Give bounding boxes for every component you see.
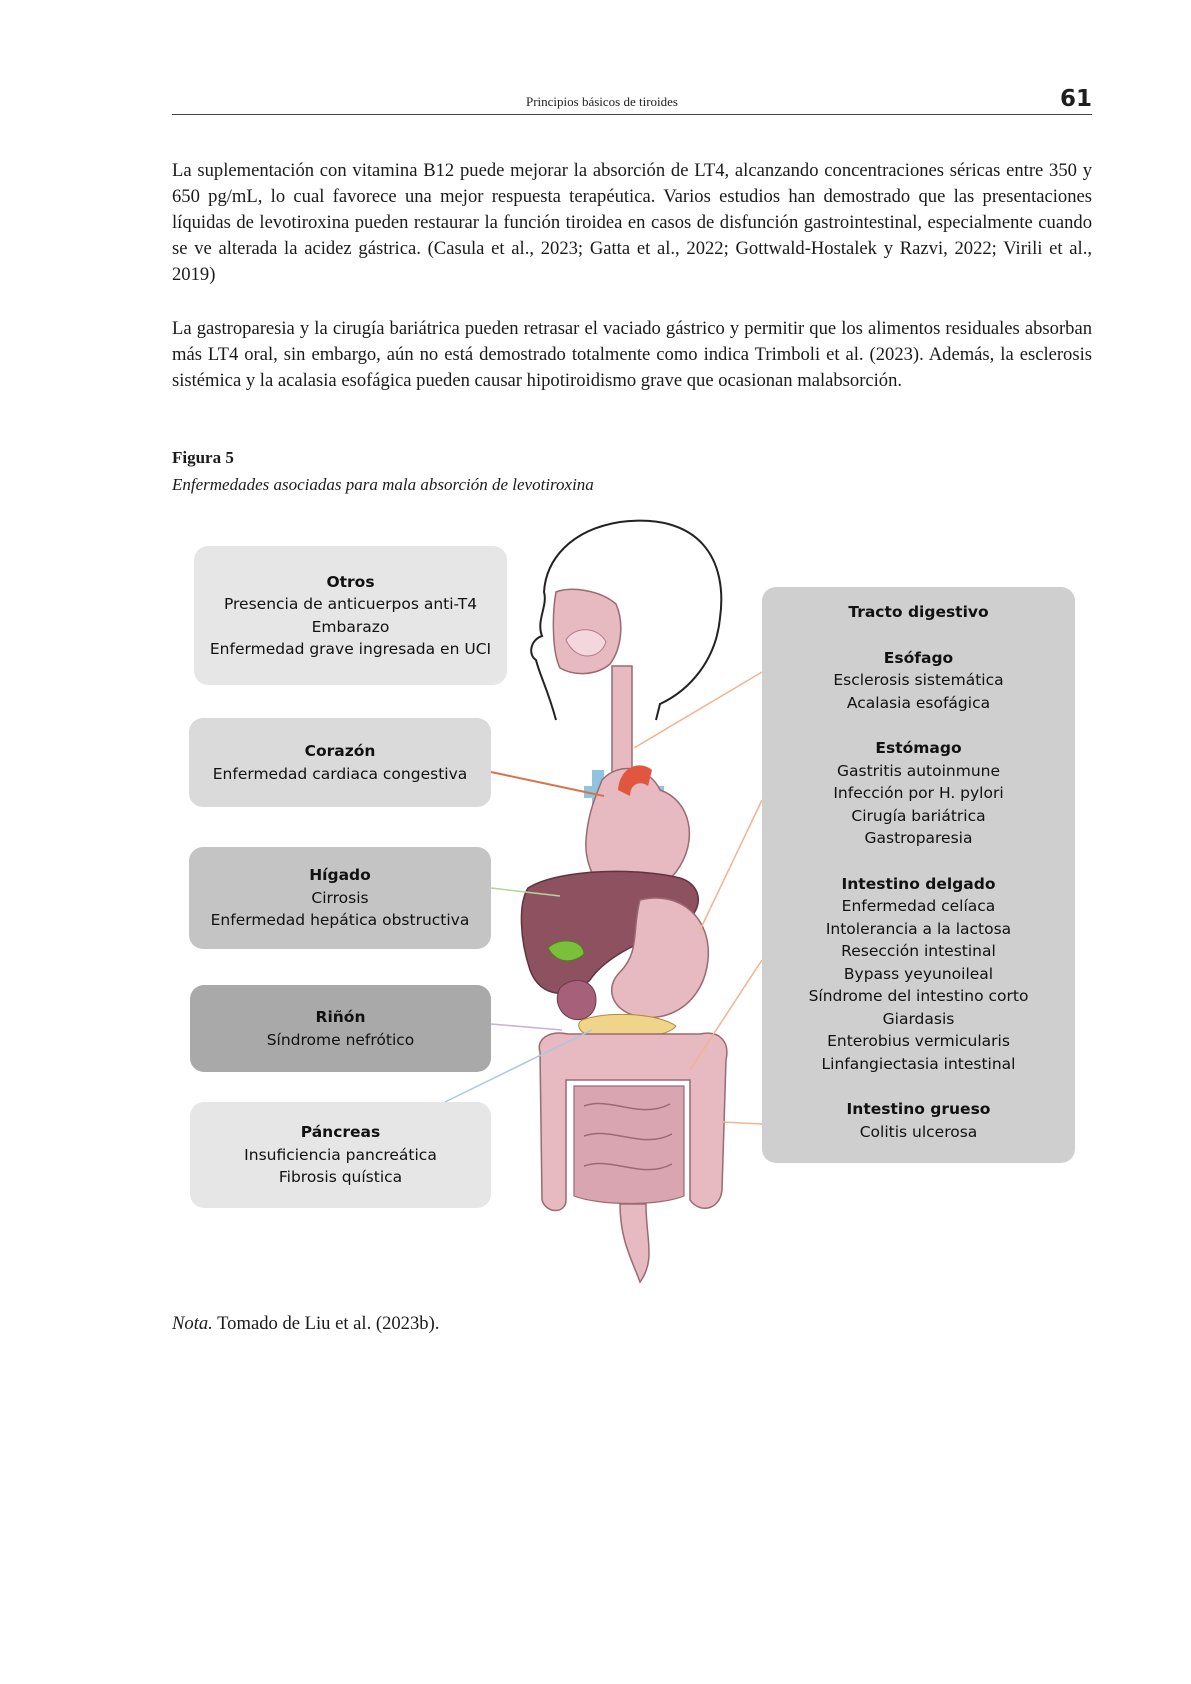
box-tracto-digestivo: Tracto digestivo Esófago Esclerosis sist… xyxy=(762,587,1075,1163)
box-otros-item: Presencia de anticuerpos anti-T4 xyxy=(223,595,478,613)
vessel-arch xyxy=(584,786,664,798)
body-paragraph-1: La suplementación con vitamina B12 puede… xyxy=(172,160,1092,285)
figure-label: Figura 5 xyxy=(172,448,234,467)
stomach xyxy=(610,897,710,1019)
box-otros-item: Enfermedad grave ingresada en UCI xyxy=(209,640,492,658)
box-otros: Otros Presencia de anticuerpos anti-T4 E… xyxy=(194,546,507,685)
figure-caption: Enfermedades asociadas para mala absorci… xyxy=(172,475,594,494)
section-item: Gastritis autoinmune xyxy=(836,761,1001,780)
box-digestivo-title: Tracto digestivo xyxy=(848,603,989,621)
section-item: Enfermedad celíaca xyxy=(841,897,996,915)
section-item: Esclerosis sistemática xyxy=(833,671,1004,689)
section-item: Infección por H. pylori xyxy=(833,784,1004,802)
pancreas xyxy=(578,1013,677,1039)
box-pancreas-item: Fibrosis quística xyxy=(278,1168,403,1187)
box-corazon-item: Enfermedad cardiaca congestiva xyxy=(212,764,468,783)
running-head: Principios básicos de tiroides 61 xyxy=(172,86,1092,114)
liver xyxy=(520,870,700,994)
tongue xyxy=(565,629,607,657)
section-title-intestino-delgado: Intestino delgado xyxy=(841,874,996,893)
section-item: Síndrome del intestino corto xyxy=(808,987,1029,1005)
section-item: Colitis ulcerosa xyxy=(859,1122,978,1141)
large-intestine xyxy=(538,1032,728,1212)
leader-line-estomago xyxy=(699,799,763,931)
leader-line-intestino xyxy=(689,959,763,1071)
small-intestine-folds xyxy=(583,1102,673,1171)
section-item: Intolerancia a la lactosa xyxy=(825,919,1012,938)
box-pancreas: Páncreas Insuficiencia pancreática Fibro… xyxy=(190,1102,491,1208)
box-corazon-title: Corazón xyxy=(304,742,376,760)
section-item: Gastroparesia xyxy=(864,829,973,847)
gallbladder xyxy=(547,940,585,962)
section-item: Bypass yeyunoileal xyxy=(843,964,994,983)
box-rinon-item: Síndrome nefrótico xyxy=(266,1030,415,1049)
section-item: Resección intestinal xyxy=(841,942,996,960)
box-otros-item: Embarazo xyxy=(311,617,390,636)
leader-line-rinon xyxy=(490,1023,563,1031)
leader-line-higado xyxy=(490,887,561,897)
note-text: Tomado de Liu et al. (2023b). xyxy=(212,1313,440,1334)
note-label: Nota. xyxy=(172,1313,213,1334)
section-item: Cirugía bariátrica xyxy=(851,806,986,825)
body-paragraph-2: La gastroparesia y la cirugía bariátrica… xyxy=(172,318,1092,391)
box-pancreas-title: Páncreas xyxy=(300,1123,381,1142)
running-title: Principios básicos de tiroides xyxy=(525,94,678,109)
esophagus xyxy=(611,665,633,887)
head-outline xyxy=(530,519,723,721)
leader-line-esofago xyxy=(633,671,763,749)
section-item: Giardasis xyxy=(882,1009,955,1028)
box-higado: Hígado Cirrosis Enfermedad hepática obst… xyxy=(189,847,491,949)
small-intestine xyxy=(573,1085,685,1205)
box-rinon: Riñón Síndrome nefrótico xyxy=(190,985,491,1072)
leader-line-corazon xyxy=(490,771,605,797)
header-rule xyxy=(172,114,1092,115)
box-rinon-title: Riñón xyxy=(315,1008,366,1026)
section-item: Enterobius vermicularis xyxy=(827,1032,1010,1050)
rectum xyxy=(619,1203,650,1284)
section-title-intestino-grueso: Intestino grueso xyxy=(846,1100,991,1118)
oral-cavity xyxy=(552,588,622,675)
heart-aorta xyxy=(618,765,652,796)
aorta-vessel xyxy=(592,770,604,880)
section-item: Acalasia esofágica xyxy=(846,693,991,712)
figure-note: Nota. Tomado de Liu et al. (2023b). xyxy=(172,1313,439,1335)
box-pancreas-item: Insuficiencia pancreática xyxy=(244,1145,437,1164)
page-number: 61 xyxy=(1059,86,1092,112)
heart xyxy=(585,767,691,913)
box-higado-item: Cirrosis xyxy=(311,888,369,907)
box-higado-title: Hígado xyxy=(309,866,371,885)
kidney xyxy=(556,979,597,1021)
box-corazon: Corazón Enfermedad cardiaca congestiva xyxy=(189,718,491,807)
section-item: Linfangiectasia intestinal xyxy=(821,1054,1016,1073)
section-title-esofago: Esófago xyxy=(883,648,954,667)
leader-line-colon xyxy=(721,1121,763,1125)
box-otros-title: Otros xyxy=(326,572,375,591)
section-title-estomago: Estómago xyxy=(875,739,962,757)
box-higado-item: Enfermedad hepática obstructiva xyxy=(210,911,470,930)
